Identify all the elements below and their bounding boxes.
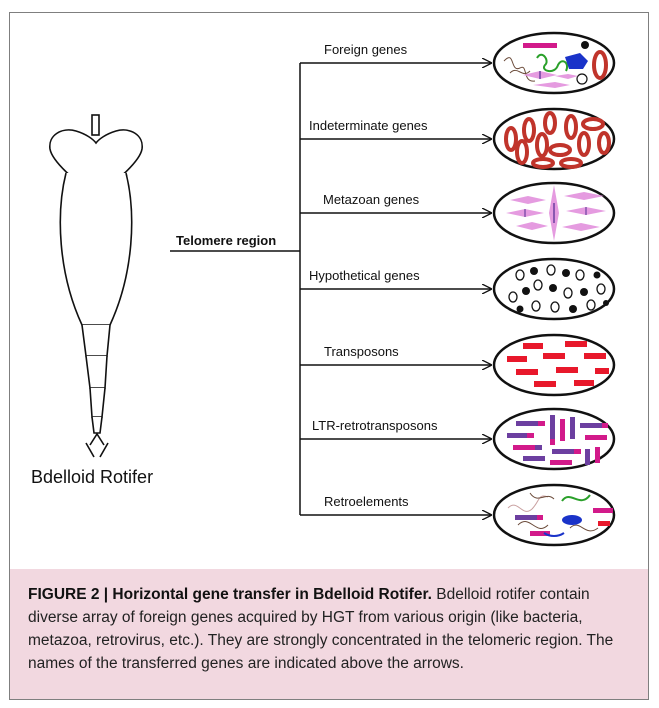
mixed-foreign-content-icon	[494, 33, 614, 93]
branch-label: Transposons	[324, 344, 399, 359]
figure-caption: FIGURE 2 | Horizontal gene transfer in B…	[9, 569, 649, 700]
branch-label: Indeterminate genes	[309, 118, 428, 133]
branch-transposons: Transposons	[300, 335, 614, 395]
branch-ltr-retrotransposons: LTR-retrotransposons	[300, 409, 614, 469]
organism-label: Bdelloid Rotifer	[31, 467, 153, 487]
striped-bars-icon	[494, 409, 614, 469]
branch-label: Foreign genes	[324, 42, 408, 57]
caption-title: FIGURE 2 | Horizontal gene transfer in B…	[28, 586, 432, 603]
branch-label: Metazoan genes	[323, 192, 420, 207]
black-white-dots-icon	[494, 259, 614, 319]
branch-label: LTR-retrotransposons	[312, 418, 438, 433]
red-ovals-icon	[494, 109, 614, 169]
branch-label: Hypothetical genes	[309, 268, 420, 283]
mixed-retroelements-icon	[494, 485, 614, 545]
red-bars-icon	[494, 335, 614, 395]
branch-foreign-genes: Foreign genes	[300, 33, 614, 93]
branch-indeterminate-genes: Indeterminate genes	[300, 109, 614, 169]
branch-retroelements: Retroelements	[300, 485, 614, 545]
branch-hypothetical-genes: Hypothetical genes	[300, 259, 614, 319]
pink-spindles-icon	[494, 183, 614, 243]
telomere-region-label: Telomere region	[176, 233, 276, 248]
branch-metazoan-genes: Metazoan genes	[300, 183, 614, 243]
branch-label: Retroelements	[324, 494, 409, 509]
gene-transfer-diagram: Bdelloid Rotifer Telomere region Foreign…	[10, 13, 650, 573]
rotifer-icon	[50, 115, 142, 457]
